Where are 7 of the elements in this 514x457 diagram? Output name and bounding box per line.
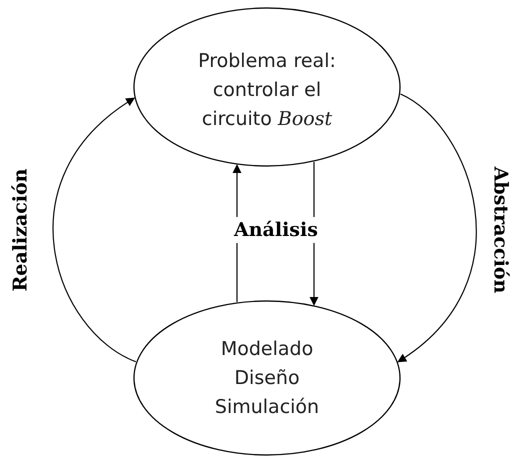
node-text: Modelado bbox=[220, 338, 314, 360]
node-text: Problema real: controlar el circuito Boost bbox=[198, 50, 336, 130]
arrow bbox=[397, 94, 477, 362]
annotation-label: Análisis bbox=[234, 217, 318, 243]
node-text: Diseño bbox=[234, 367, 300, 389]
node-text: Simulación bbox=[214, 396, 320, 418]
arrow bbox=[52, 98, 136, 362]
